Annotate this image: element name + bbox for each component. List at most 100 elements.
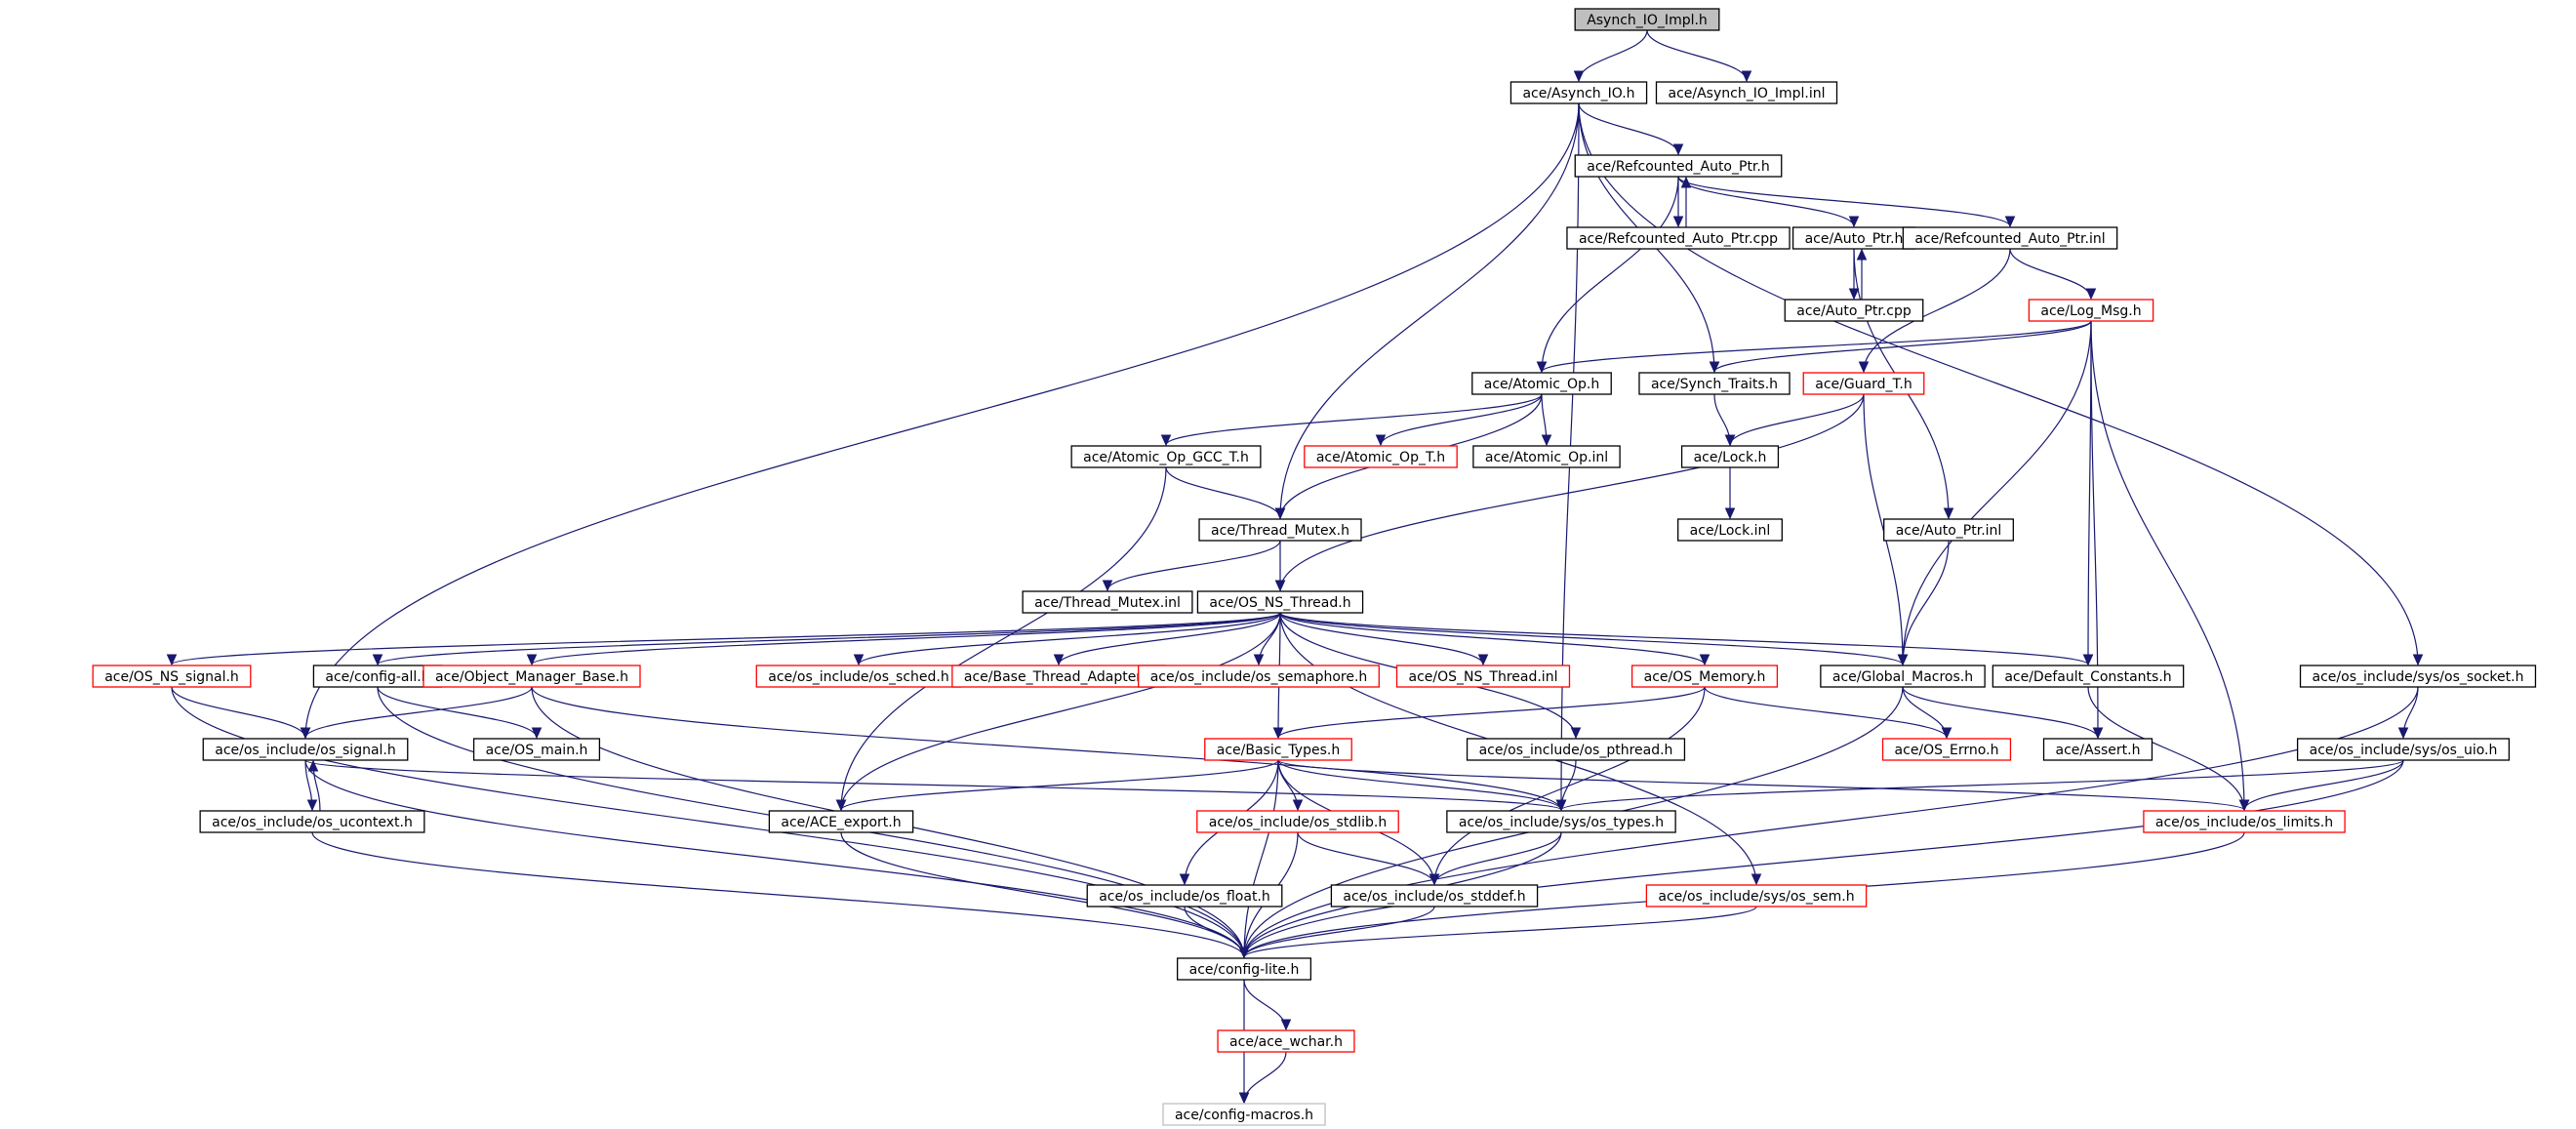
arrowhead [1375,434,1387,447]
node-auto-ptr-cpp[interactable]: ace/Auto_Ptr.cpp [1784,299,1924,322]
arrowhead [2092,727,2104,740]
svg-text:ace/Default_Constants.h: ace/Default_Constants.h [2004,669,2171,685]
node-os-uio-h[interactable]: ace/os_include/sys/os_uio.h [2296,738,2511,761]
node-atomic-op-inl[interactable]: ace/Atomic_Op.inl [1472,445,1621,468]
arrowhead [1724,434,1736,447]
arrowhead [853,654,865,666]
node-global-macros-h[interactable]: ace/Global_Macros.h [1820,665,1986,688]
arrowhead [1274,507,1286,520]
node-config-all-h[interactable]: ace/config-all.h [312,665,443,688]
node-os-pthread-h[interactable]: ace/os_include/os_pthread.h [1466,738,1686,761]
node-os-ns-signal-h[interactable]: ace/OS_NS_signal.h [92,665,252,688]
node-thread-mutex-h[interactable]: ace/Thread_Mutex.h [1198,518,1362,542]
arrowhead [307,759,319,772]
svg-text:Asynch_IO_Impl.h: Asynch_IO_Impl.h [1587,13,1708,28]
node-synch-traits-h[interactable]: ace/Synch_Traits.h [1638,372,1791,395]
svg-text:ace/Auto_Ptr.cpp: ace/Auto_Ptr.cpp [1796,303,1912,319]
arrowhead [1672,216,1684,228]
edge-n42-n45 [1429,831,1562,886]
edge-n20-n28 [1279,612,1711,666]
node-atomic-op-t-h[interactable]: ace/Atomic_Op_T.h [1304,445,1458,468]
arrowhead [372,654,383,666]
edge-n29-n37 [1902,686,2104,740]
node-refcounted-auto-ptr-cpp[interactable]: ace/Refcounted_Auto_Ptr.cpp [1566,226,1791,250]
edges-layer [166,29,2424,1105]
edge-n22-n33 [377,686,543,740]
edge-n32-n47 [304,759,1250,959]
node-default-constants-h[interactable]: ace/Default_Constants.h [1992,665,2185,688]
node-ace-wchar-h[interactable]: ace/ace_wchar.h [1217,1029,1355,1053]
node-base-thread-adapter-h[interactable]: ace/Base_Thread_Adapter.h [951,665,1166,688]
edge-n6-n11 [1858,248,2011,374]
edge-n20-n26 [1253,612,1281,666]
node-assert-h[interactable]: ace/Assert.h [2042,738,2153,761]
node-os-stdlib-h[interactable]: ace/os_include/os_stdlib.h [1196,810,1399,833]
edge-n23-n32 [300,686,533,740]
arrowhead [1292,799,1304,812]
arrowhead [526,654,538,666]
svg-text:ace/Auto_Ptr.h: ace/Auto_Ptr.h [1805,231,1904,247]
node-basic-types-h[interactable]: ace/Basic_Types.h [1204,738,1352,761]
node-os-sem-h[interactable]: ace/os_include/sys/os_sem.h [1645,884,1868,907]
edge-n38-n47 [1238,759,2404,959]
node-os-float-h[interactable]: ace/os_include/os_float.h [1086,884,1283,907]
arrowhead [1274,580,1286,592]
svg-text:ace/config-all.h: ace/config-all.h [325,669,429,685]
svg-text:ace/OS_NS_Thread.h: ace/OS_NS_Thread.h [1209,595,1350,611]
arrowhead [2238,799,2250,812]
node-auto-ptr-h[interactable]: ace/Auto_Ptr.h [1791,226,1916,250]
svg-text:ace/Object_Manager_Base.h: ace/Object_Manager_Base.h [435,669,628,685]
node-os-ns-thread-h[interactable]: ace/OS_NS_Thread.h [1196,590,1364,614]
arrowhead [1941,727,1952,740]
edge-n9-n14 [1541,393,1552,447]
node-os-errno-h[interactable]: ace/OS_Errno.h [1881,738,2012,761]
svg-text:ace/Atomic_Op.inl: ace/Atomic_Op.inl [1485,450,1608,465]
node-lock-inl[interactable]: ace/Lock.inl [1677,518,1783,542]
node-lock-h[interactable]: ace/Lock.h [1680,445,1780,468]
node-os-types-h[interactable]: ace/os_include/sys/os_types.h [1446,810,1676,833]
node-os-memory-h[interactable]: ace/OS_Memory.h [1630,665,1779,688]
edge-n11-n15 [1724,393,1865,447]
node-asynch-io-h[interactable]: ace/Asynch_IO.h [1509,81,1648,104]
node-os-signal-h[interactable]: ace/os_include/os_signal.h [202,738,409,761]
arrowhead [1709,361,1720,374]
node-atomic-op-gcc-t-h[interactable]: ace/Atomic_Op_GCC_T.h [1070,445,1262,468]
node-os-socket-h[interactable]: ace/os_include/sys/os_socket.h [2299,665,2537,688]
node-asynch-io-impl-h[interactable]: Asynch_IO_Impl.h [1574,8,1720,31]
edge-n20-n27 [1279,612,1489,666]
node-refcounted-auto-ptr-h[interactable]: ace/Refcounted_Auto_Ptr.h [1574,154,1783,178]
edge-n20-n40 [835,612,1281,812]
node-object-manager-base-h[interactable]: ace/Object_Manager_Base.h [423,665,641,688]
node-os-ns-thread-inl[interactable]: ace/OS_NS_Thread.inl [1395,665,1571,688]
arrowhead [1897,654,1909,666]
svg-text:ace/Atomic_Op_T.h: ace/Atomic_Op_T.h [1316,450,1445,465]
node-thread-mutex-inl[interactable]: ace/Thread_Mutex.inl [1022,590,1193,614]
node-os-ucontext-h[interactable]: ace/os_include/os_ucontext.h [199,810,425,833]
node-ace-export-h[interactable]: ace/ACE_export.h [768,810,914,833]
edge-n34-n40 [835,759,1279,812]
node-os-sched-h[interactable]: ace/os_include/os_sched.h [755,665,962,688]
edge-n3-n6 [1677,176,2016,228]
node-os-stddef-h[interactable]: ace/os_include/os_stddef.h [1330,884,1539,907]
node-refcounted-auto-ptr-inl[interactable]: ace/Refcounted_Auto_Ptr.inl [1902,226,2118,250]
node-atomic-op-h[interactable]: ace/Atomic_Op.h [1471,372,1612,395]
node-os-limits-h[interactable]: ace/os_include/os_limits.h [2143,810,2346,833]
svg-text:ace/os_include/sys/os_types.h: ace/os_include/sys/os_types.h [1459,815,1664,830]
edge-n20-n30 [1279,612,2094,666]
node-log-msg-h[interactable]: ace/Log_Msg.h [2028,299,2154,322]
node-os-semaphore-h[interactable]: ace/os_include/os_semaphore.h [1138,665,1380,688]
svg-text:ace/Refcounted_Auto_Ptr.h: ace/Refcounted_Auto_Ptr.h [1587,159,1769,175]
node-os-main-h[interactable]: ace/OS_main.h [472,738,601,761]
svg-text:ace/os_include/os_sched.h: ace/os_include/os_sched.h [768,669,948,685]
edge-n3-n9 [1536,176,1679,374]
node-config-lite-h[interactable]: ace/config-lite.h [1176,957,1312,981]
edge-n31-n38 [2397,686,2419,740]
node-guard-t-h[interactable]: ace/Guard_T.h [1802,372,1925,395]
node-asynch-io-impl-inl[interactable]: ace/Asynch_IO_Impl.inl [1655,81,1838,104]
node-config-macros-h[interactable]: ace/config-macros.h [1162,1103,1326,1126]
svg-text:ace/os_include/sys/os_uio.h: ace/os_include/sys/os_uio.h [2310,743,2498,758]
edge-n41-n45 [1297,831,1440,886]
node-auto-ptr-inl[interactable]: ace/Auto_Ptr.inl [1883,518,2014,542]
svg-text:ace/os_include/os_limits.h: ace/os_include/os_limits.h [2155,815,2333,830]
